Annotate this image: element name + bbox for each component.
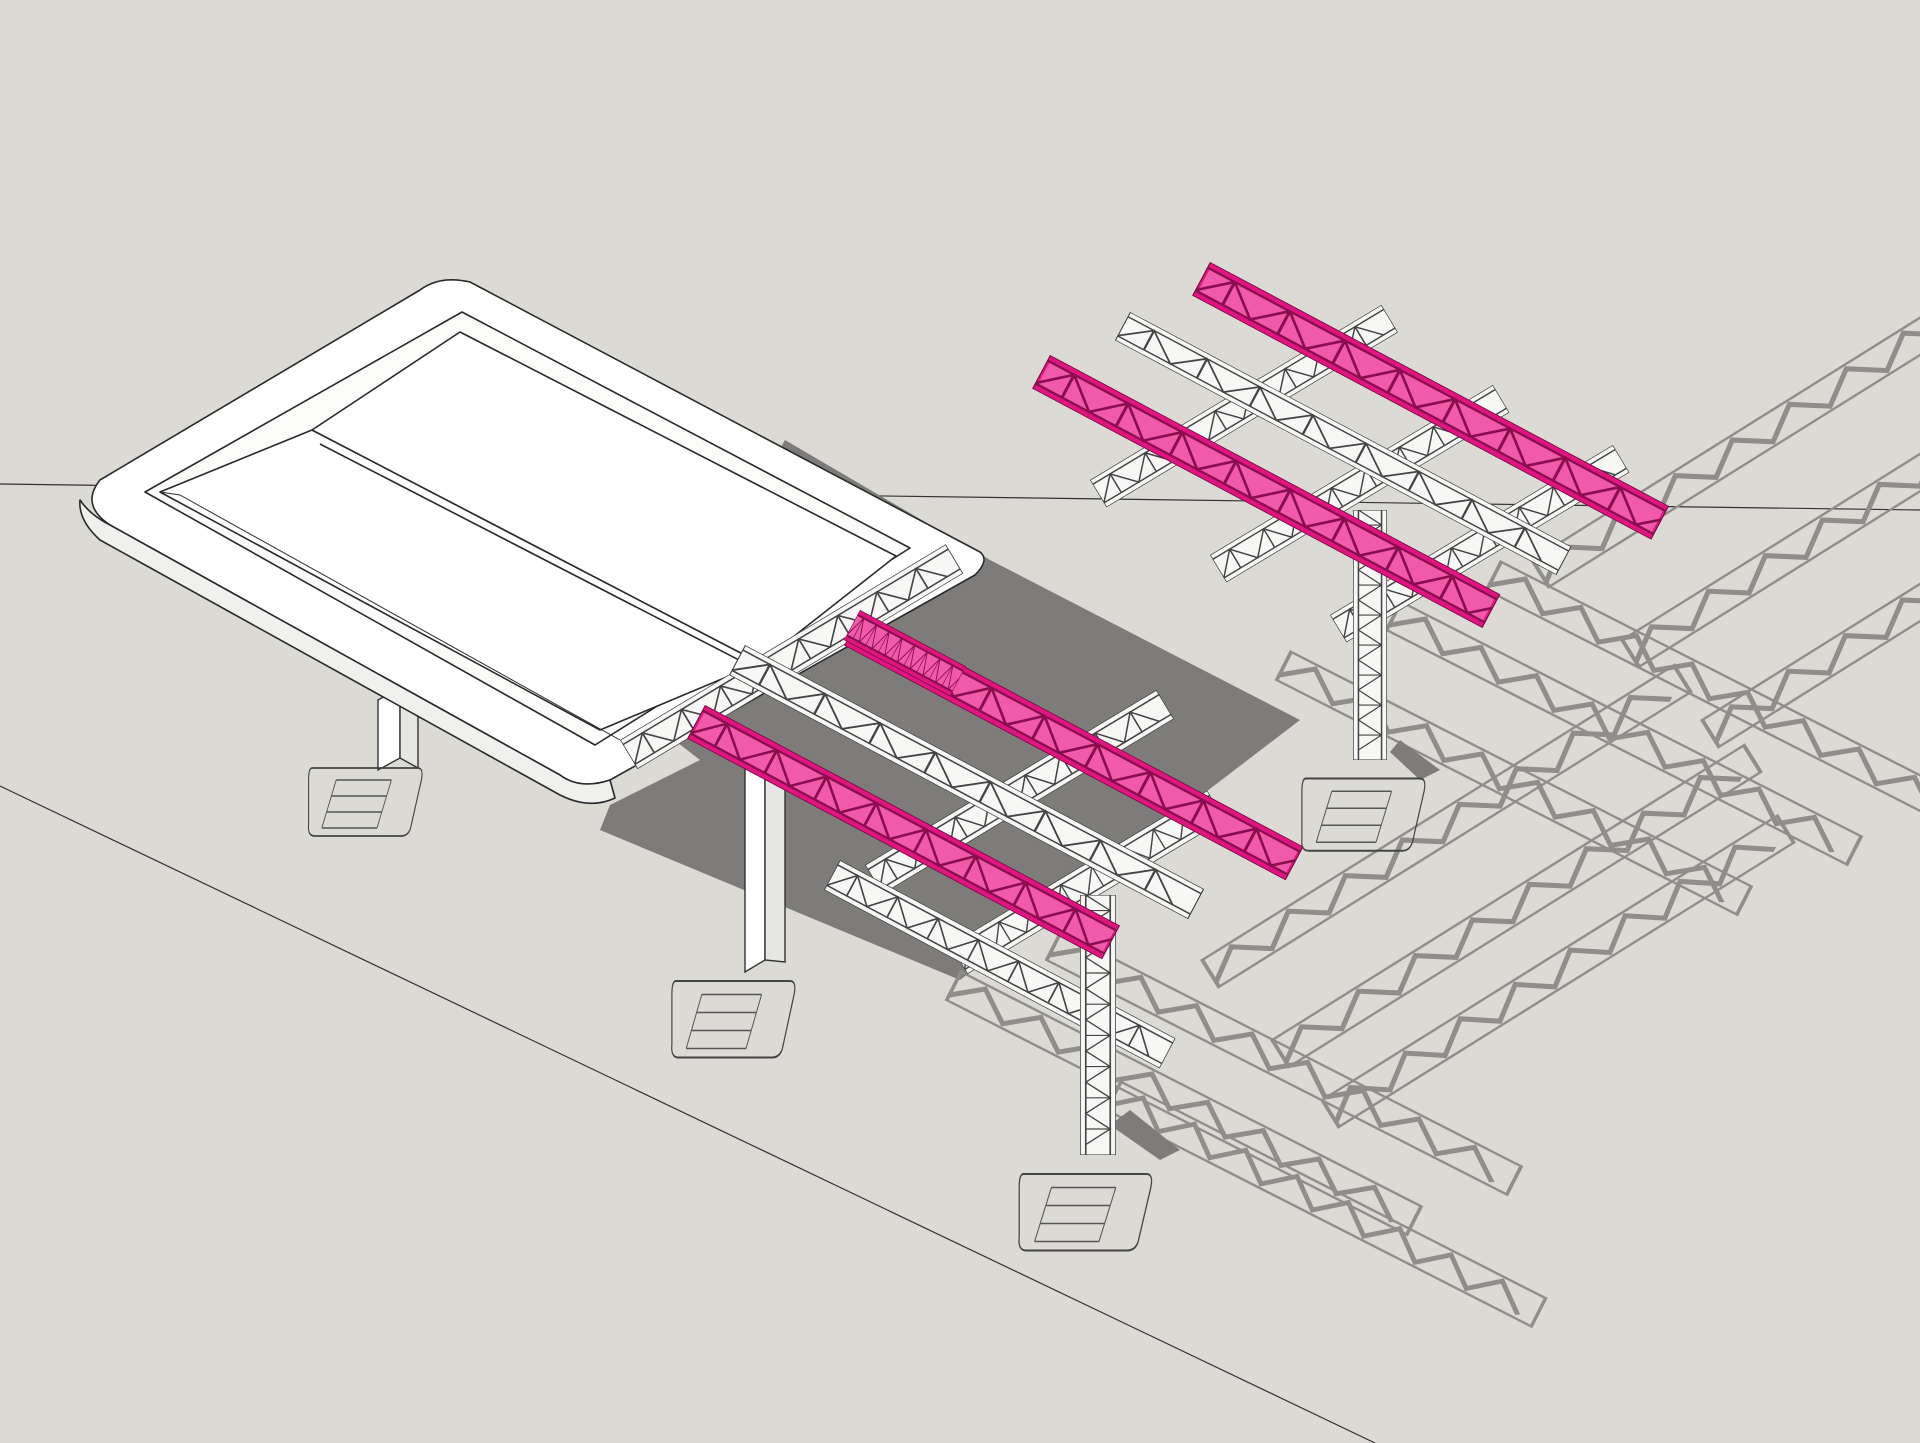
truss-shadows [945,263,1920,1328]
